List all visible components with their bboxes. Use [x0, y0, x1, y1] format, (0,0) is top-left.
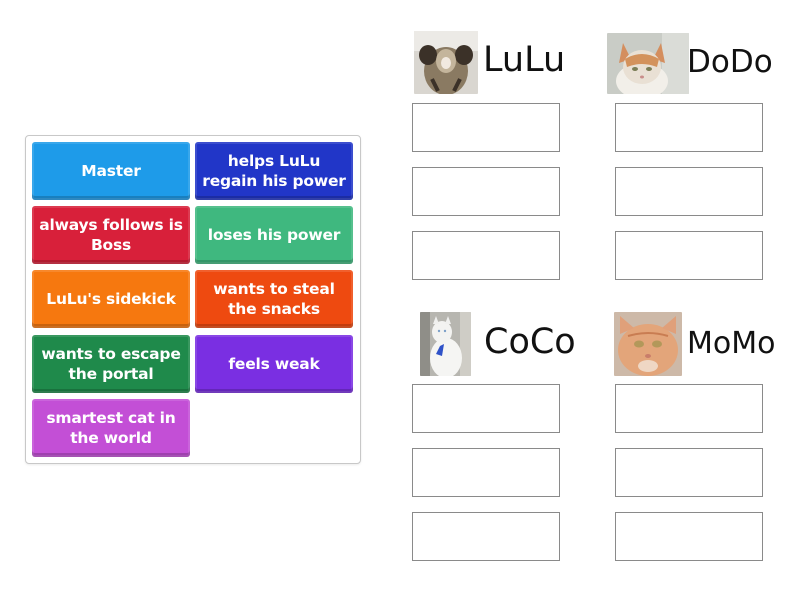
drop-slot-lulu-2[interactable]	[412, 167, 560, 216]
cat-dodo-image	[607, 33, 689, 94]
tile-label: Master	[81, 162, 141, 180]
drop-slot-coco-1[interactable]	[412, 384, 560, 433]
tile-label: wants to escape the portal	[41, 345, 181, 383]
drop-slot-coco-2[interactable]	[412, 448, 560, 497]
tile-smartest-cat-in-the-world[interactable]: smartest cat in the world	[32, 399, 190, 457]
drop-slot-coco-3[interactable]	[412, 512, 560, 561]
cat-momo-image	[614, 312, 682, 376]
tile-label: smartest cat in the world	[46, 409, 176, 447]
tile-helps-lulu-regain-his-power[interactable]: helps LuLu regain his power	[195, 142, 353, 200]
group-title-momo: MoMo	[687, 326, 776, 361]
drop-slot-momo-2[interactable]	[615, 448, 763, 497]
tile-master[interactable]: Master	[32, 142, 190, 200]
tile-label: helps LuLu regain his power	[202, 152, 346, 190]
tile-always-follows-is-boss[interactable]: always follows is Boss	[32, 206, 190, 264]
group-title-dodo: DoDo	[687, 44, 773, 80]
tile-wants-to-escape-the-portal[interactable]: wants to escape the portal	[32, 335, 190, 393]
drop-slot-dodo-3[interactable]	[615, 231, 763, 280]
drop-slot-dodo-1[interactable]	[615, 103, 763, 152]
drop-slot-dodo-2[interactable]	[615, 167, 763, 216]
tile-label: loses his power	[207, 226, 341, 244]
drop-slot-momo-3[interactable]	[615, 512, 763, 561]
tile-lulus-sidekick[interactable]: LuLu's sidekick	[32, 270, 190, 328]
group-title-coco: CoCo	[484, 322, 576, 362]
cat-lulu-image	[414, 31, 478, 94]
tile-feels-weak[interactable]: feels weak	[195, 335, 353, 393]
tile-label: feels weak	[228, 355, 320, 373]
tile-label: LuLu's sidekick	[46, 290, 176, 308]
drop-slot-lulu-3[interactable]	[412, 231, 560, 280]
drop-slot-momo-1[interactable]	[615, 384, 763, 433]
group-title-lulu: LuLu	[483, 40, 566, 80]
tile-wants-to-steal-the-snacks[interactable]: wants to steal the snacks	[195, 270, 353, 328]
drop-slot-lulu-1[interactable]	[412, 103, 560, 152]
tile-label: always follows is Boss	[39, 216, 183, 254]
cat-coco-image	[420, 312, 471, 376]
tile-loses-his-power[interactable]: loses his power	[195, 206, 353, 264]
tile-label: wants to steal the snacks	[213, 280, 335, 318]
answer-bank: Master helps LuLu regain his power alway…	[25, 135, 361, 464]
